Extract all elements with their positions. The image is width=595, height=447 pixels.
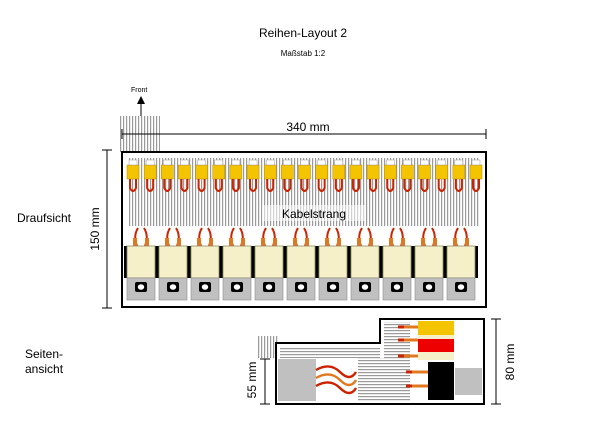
connector-row	[126, 159, 483, 192]
connector	[195, 159, 208, 192]
top-view-label: Draufsicht	[17, 211, 72, 225]
cable-label: Kabelstrang	[282, 207, 346, 221]
side-gray-block-right	[455, 368, 482, 395]
connector	[161, 159, 174, 192]
height-dimension	[102, 149, 112, 309]
side-stripes-top	[280, 347, 380, 358]
side-cable-stub	[258, 336, 278, 358]
connector	[366, 159, 380, 192]
width-dim-label: 340 mm	[286, 120, 329, 134]
side-red-block	[418, 339, 454, 352]
module	[444, 227, 478, 301]
module-row	[124, 227, 478, 301]
small-dimension	[260, 358, 270, 405]
side-cream-block	[418, 335, 454, 339]
diagram-title: Reihen-Layout 2	[259, 26, 347, 40]
connector	[384, 159, 397, 192]
connector	[263, 159, 277, 192]
connector	[469, 159, 483, 192]
width-dimension	[121, 129, 487, 139]
connector	[452, 159, 466, 192]
connector	[246, 159, 260, 192]
side-cream-block-2	[418, 352, 454, 360]
side-yellow-block	[418, 321, 454, 335]
connector	[315, 159, 328, 192]
connector	[178, 159, 191, 192]
connector	[401, 159, 414, 192]
connector	[281, 159, 294, 192]
side-view-label-2: ansicht	[25, 362, 64, 376]
large-dimension	[491, 318, 501, 405]
height-dim-label: 150 mm	[88, 207, 102, 250]
connector	[435, 159, 448, 192]
connector	[418, 159, 431, 192]
module	[124, 227, 158, 301]
side-view-label-1: Seiten-	[25, 347, 63, 361]
side-wires-left	[315, 365, 358, 395]
connector	[212, 159, 225, 192]
cable-label-bg	[262, 205, 366, 221]
connector	[298, 159, 311, 192]
connector	[229, 159, 243, 192]
small-dim-label: 55 mm	[245, 362, 259, 399]
module	[156, 227, 190, 301]
side-gray-block-left	[278, 359, 316, 401]
connector	[126, 159, 140, 192]
side-black-block	[428, 362, 454, 400]
side-stripes-mid	[358, 358, 384, 402]
connector	[349, 159, 363, 192]
side-contacts	[398, 325, 428, 388]
connector	[332, 159, 346, 192]
connector	[143, 159, 157, 192]
large-dim-label: 80 mm	[503, 344, 517, 381]
front-label: Front	[131, 87, 147, 94]
side-stripes-right	[384, 322, 410, 402]
diagram-subtitle: Maßstab 1:2	[281, 49, 326, 58]
